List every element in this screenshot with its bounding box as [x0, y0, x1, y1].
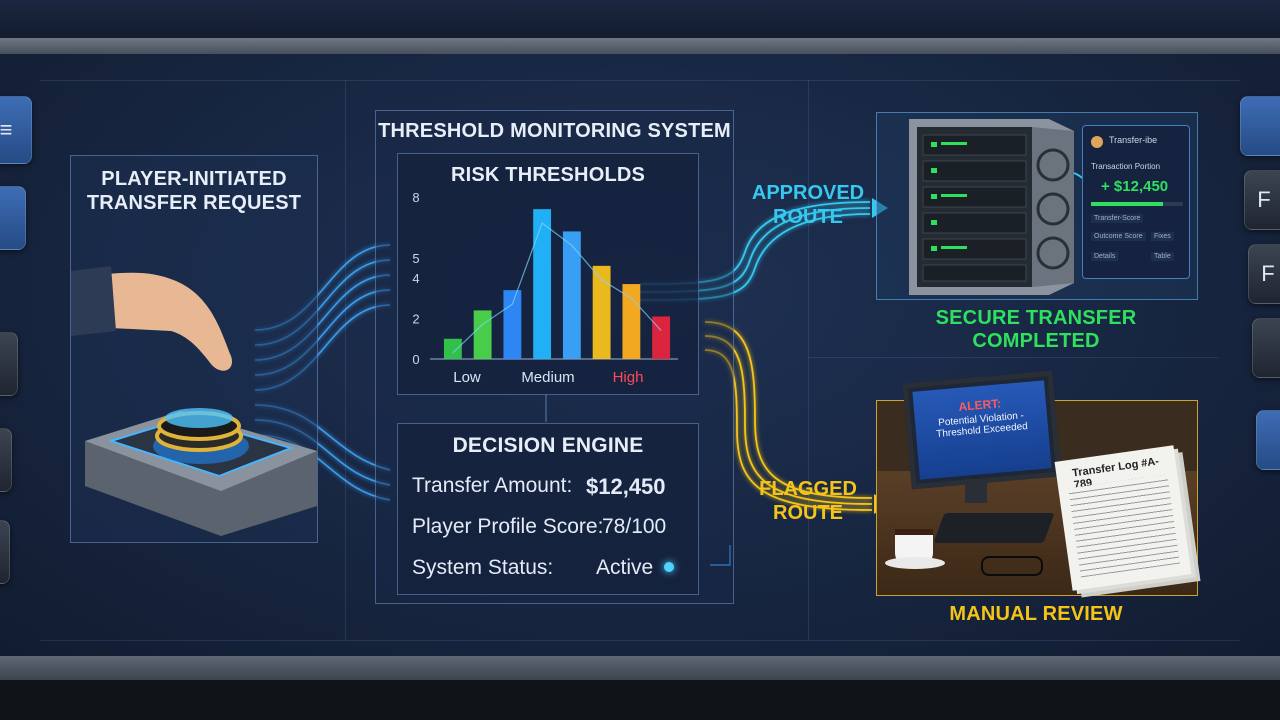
risk-bar [503, 290, 522, 359]
decision-engine-title: DECISION ENGINE [452, 434, 644, 457]
side-button-bird[interactable] [1240, 96, 1280, 156]
profile-score-value: 78/100 [602, 515, 667, 538]
manual-review-label: MANUAL REVIEW [949, 603, 1123, 625]
side-button-f-1[interactable]: F [1244, 170, 1280, 230]
card-header: Transfer-ibe [1109, 135, 1158, 145]
risk-bar [473, 310, 492, 359]
manual-review-panel: ALERT: Potential Violation - Threshold E… [876, 370, 1198, 596]
risk-bar [562, 231, 581, 359]
risk-bar [533, 209, 552, 359]
profile-score-row: Player Profile Score: 78/100 [412, 515, 684, 539]
side-button-left-1[interactable] [0, 332, 18, 396]
card-progress-track [1091, 202, 1183, 206]
card-row-4: Details [1091, 252, 1119, 261]
y-tick-label: 5 [412, 251, 419, 266]
coffee-saucer [885, 557, 945, 569]
side-button-menu[interactable]: ≡ [0, 96, 32, 164]
transfer-amount-value: $12,450 [586, 474, 666, 499]
risk-bar [443, 338, 462, 359]
transfer-amount-label: Transfer Amount: [412, 474, 573, 497]
side-button-left-2[interactable] [0, 428, 12, 492]
side-button-window[interactable] [0, 186, 26, 250]
x-tick-label: High [613, 369, 644, 386]
card-subtitle: Transaction Portion [1091, 162, 1161, 171]
card-row-1: Transfer-Score [1091, 214, 1144, 223]
monitor-frame-bar [0, 38, 1280, 54]
transfer-request-panel: PLAYER-INITIATED TRANSFER REQUEST [70, 155, 318, 543]
system-status-value: Active [596, 556, 654, 579]
chart-title: RISK THRESHOLDS [450, 164, 646, 186]
monitor-bottom-bezel [0, 656, 1280, 680]
transfer-amount-row: Transfer Amount: $12,450 [412, 474, 684, 499]
monitor-top-bezel [0, 0, 1280, 40]
profile-score-label: Player Profile Score: [412, 515, 604, 538]
y-tick-label: 4 [412, 271, 419, 286]
system-status-label: System Status: [412, 556, 554, 579]
card-row-5: Table [1151, 252, 1174, 261]
server-rack-illustration [909, 119, 1099, 295]
secure-transfer-label: SECURE TRANSFER COMPLETED [935, 307, 1137, 352]
request-title-line2: TRANSFER REQUEST [86, 192, 302, 214]
request-title-line1: PLAYER-INITIATED [101, 168, 287, 190]
card-row-3: Fixes [1151, 232, 1174, 241]
flagged-route-label: FLAGGED ROUTE [759, 478, 857, 524]
risk-bar [652, 316, 671, 359]
decision-engine-panel: DECISION ENGINE Transfer Amount: $12,450… [397, 423, 699, 595]
side-button-right-3[interactable] [1252, 318, 1280, 378]
desk-floor [0, 680, 1280, 720]
card-amount: + $12,450 [1101, 178, 1169, 195]
log-papers: Transfer Log #A-789 [1054, 445, 1192, 591]
monitor-stand [965, 479, 987, 503]
flagged-flow-lines [704, 321, 873, 511]
log-text-lines [1068, 474, 1180, 578]
card-progress-fill [1091, 202, 1163, 206]
y-tick-label: 0 [412, 352, 419, 367]
alert-screen: ALERT: Potential Violation - Threshold E… [912, 380, 1052, 480]
risk-bar [622, 284, 641, 359]
trend-line [452, 222, 662, 354]
card-row-2: Outcome Score [1091, 232, 1146, 241]
secure-server-panel: Transfer-ibe Transaction Portion + $12,4… [876, 112, 1198, 300]
side-button-f-2[interactable]: F [1248, 244, 1280, 304]
system-status-row: System Status: Active [412, 556, 684, 580]
risk-bar [592, 265, 611, 359]
transfer-card: Transfer-ibe Transaction Portion + $12,4… [1082, 125, 1190, 279]
eyeglasses [981, 556, 1043, 576]
approved-route-label: APPROVED ROUTE [751, 182, 865, 228]
x-tick-label: Low [453, 369, 481, 386]
keyboard [933, 513, 1055, 543]
monitoring-title: THRESHOLD MONITORING SYSTEM [378, 120, 731, 142]
y-tick-label: 8 [412, 190, 419, 205]
chip-terminal-illustration [71, 266, 317, 536]
status-indicator-dot [664, 562, 674, 572]
menu-icon: ≡ [0, 117, 13, 142]
card-avatar [1091, 136, 1103, 148]
x-tick-label: Medium [521, 369, 574, 386]
side-button-right-4[interactable] [1256, 410, 1280, 470]
review-monitor: ALERT: Potential Violation - Threshold E… [902, 370, 1062, 490]
y-tick-label: 2 [412, 312, 419, 327]
feedback-arrow [710, 545, 731, 566]
